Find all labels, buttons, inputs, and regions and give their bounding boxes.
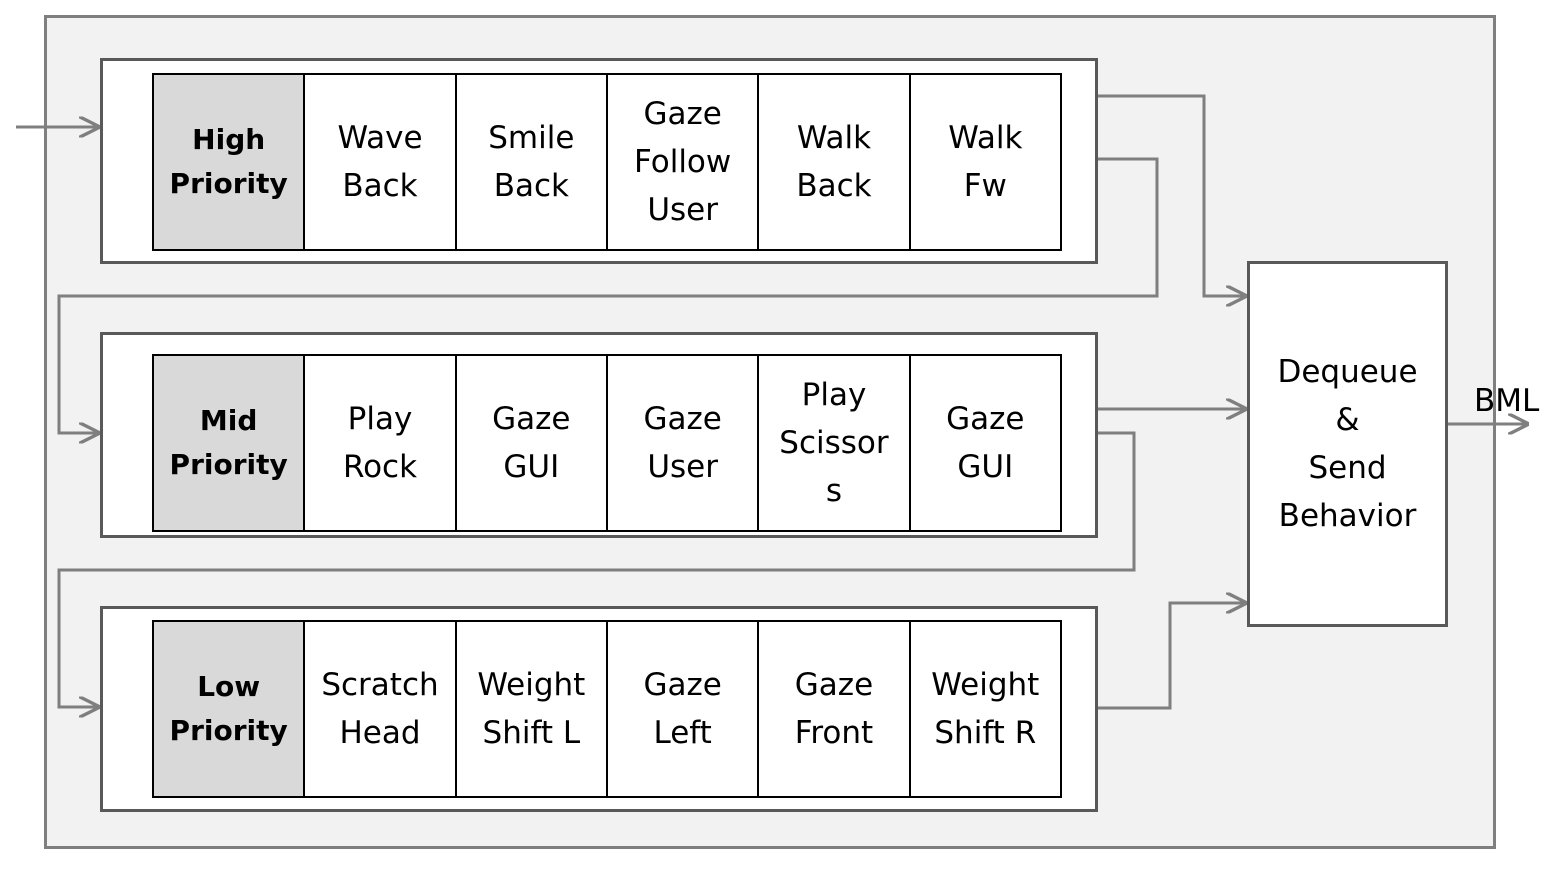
dequeue-send-box: Dequeue & Send Behavior (1247, 261, 1448, 627)
queue-item: Gaze Front (759, 622, 911, 796)
queue-item: Gaze GUI (946, 401, 1025, 485)
queue-row-high: High Priority Wave Back Smile Back Gaze … (152, 73, 1062, 251)
queue-item: Walk Back (759, 75, 911, 249)
queue-row-low: Low Priority Scratch Head Weight Shift L… (152, 620, 1062, 798)
queue-item: Gaze User (608, 356, 760, 530)
queue-item: Smile Back (457, 75, 608, 249)
queue-item: Walk Fw (948, 120, 1023, 204)
output-label: BML (1474, 383, 1540, 419)
queue-item: Gaze Left (608, 622, 760, 796)
queue-item: Play Scissor s (759, 356, 911, 530)
queue-label-low: Low Priority (154, 622, 306, 796)
queue-row-mid: Mid Priority Play Rock Gaze GUI Gaze Use… (152, 354, 1062, 532)
queue-item: Play Rock (305, 356, 457, 530)
queue-label-mid: Mid Priority (154, 356, 306, 530)
queue-label-high: High Priority (154, 75, 306, 249)
queue-item: Gaze Follow User (608, 75, 760, 249)
queue-item: Weight Shift L (457, 622, 608, 796)
queue-item: Scratch Head (305, 622, 457, 796)
queue-item: Weight Shift R (931, 667, 1040, 751)
queue-item: Wave Back (305, 75, 457, 249)
queue-item: Gaze GUI (457, 356, 608, 530)
